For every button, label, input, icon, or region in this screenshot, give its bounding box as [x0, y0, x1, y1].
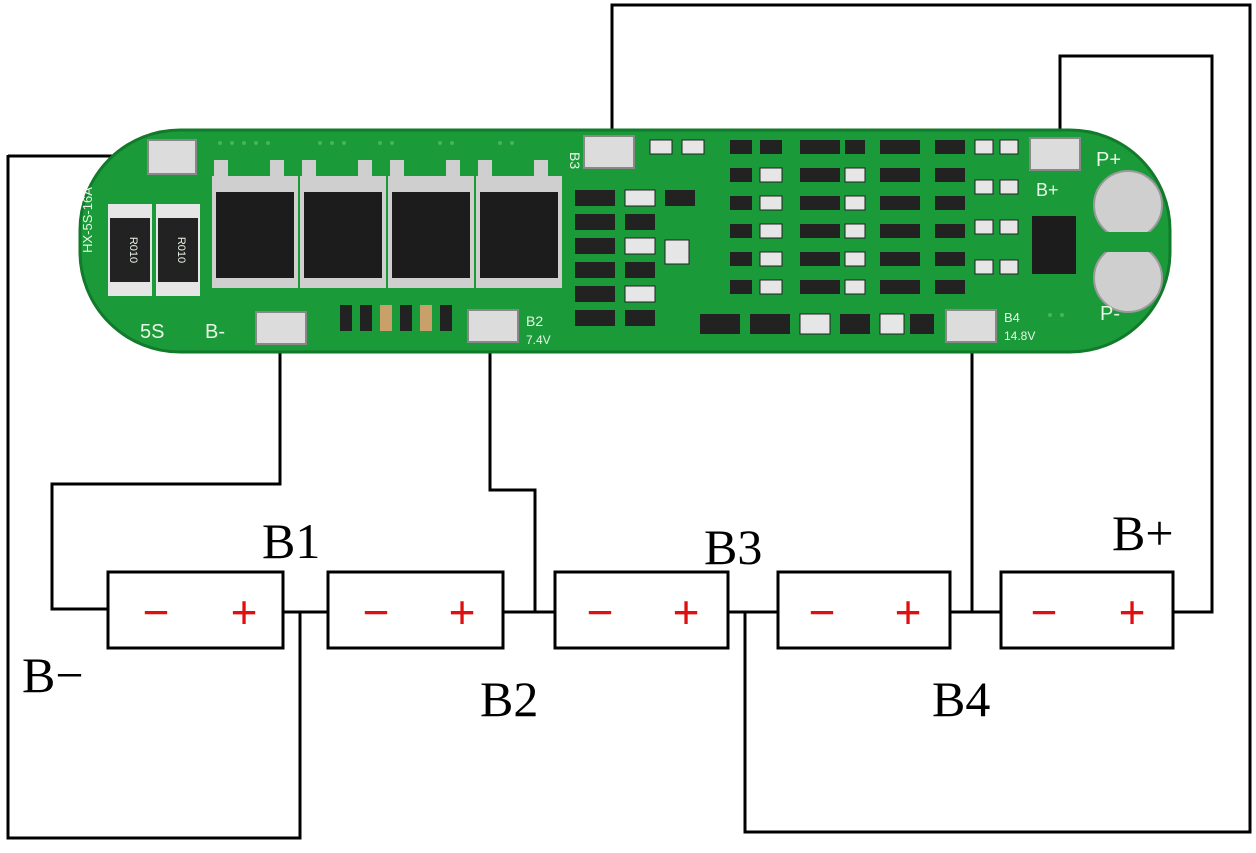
- label-b3: B3: [704, 519, 762, 575]
- silk-cell-count: 5S: [140, 321, 164, 343]
- silk-b4-voltage: 14.8V: [1004, 329, 1035, 343]
- protection-ic: [1032, 216, 1076, 274]
- cell-4-minus: −: [809, 586, 836, 638]
- cell-2-minus: −: [363, 586, 390, 638]
- pad-b-plus: [1029, 137, 1081, 171]
- mosfets: [212, 160, 562, 288]
- silk-p-minus: P-: [1100, 303, 1120, 325]
- cell-4: − +: [776, 570, 952, 650]
- cell-2-plus: +: [449, 586, 476, 638]
- cell-3-plus: +: [673, 586, 700, 638]
- label-b2: B2: [480, 671, 538, 727]
- pad-b-minus-top: [147, 139, 197, 175]
- silk-b2-voltage: 7.4V: [526, 333, 551, 347]
- resistor-marking-2: R010: [175, 237, 187, 263]
- pcb-model-text: HX-5S-16A: [80, 187, 95, 253]
- pad-b2: [467, 309, 519, 343]
- shunt-resistors: R010 R010: [108, 204, 200, 296]
- output-pads: [1085, 170, 1165, 313]
- solder-pads: [147, 135, 1081, 345]
- cell-1-minus: −: [143, 586, 170, 638]
- pad-b3: [583, 135, 635, 169]
- cell-1: − +: [106, 570, 285, 650]
- cell-5-plus: +: [1119, 586, 1146, 638]
- label-b4: B4: [932, 671, 990, 727]
- silk-b3: B3: [567, 152, 583, 169]
- silk-b-minus: B-: [205, 321, 225, 343]
- wire-b2: [488, 330, 537, 614]
- silk-b-plus: B+: [1036, 180, 1059, 200]
- resistor-marking-1: R010: [127, 237, 139, 263]
- label-b1: B1: [262, 513, 320, 569]
- wire-b4: [950, 330, 974, 614]
- label-b-plus: B+: [1112, 505, 1174, 561]
- pcb-board: R010 R010 HX-5S-16A: [78, 128, 1172, 354]
- pad-b-minus: [255, 311, 307, 345]
- smd-components: [340, 139, 1076, 335]
- cell-1-plus: +: [231, 586, 258, 638]
- cell-5: − +: [999, 570, 1175, 650]
- cell-3: − +: [553, 570, 730, 650]
- silk-p-plus: P+: [1096, 149, 1121, 171]
- silk-b2: B2: [526, 313, 543, 329]
- node-labels: B− B1 B2 B3 B4 B+: [22, 505, 1174, 727]
- cell-5-minus: −: [1031, 586, 1058, 638]
- cell-2: − +: [326, 570, 505, 650]
- silk-b4: B4: [1004, 310, 1020, 325]
- pad-b4: [945, 309, 997, 343]
- cell-4-plus: +: [895, 586, 922, 638]
- wire-b-plus: [1058, 54, 1214, 614]
- wires: [6, 3, 1252, 840]
- battery-cells: − + − + − + − + − +: [106, 570, 1175, 650]
- wire-b-minus: [50, 330, 282, 611]
- label-b-minus: B−: [22, 647, 84, 703]
- cell-3-minus: −: [587, 586, 614, 638]
